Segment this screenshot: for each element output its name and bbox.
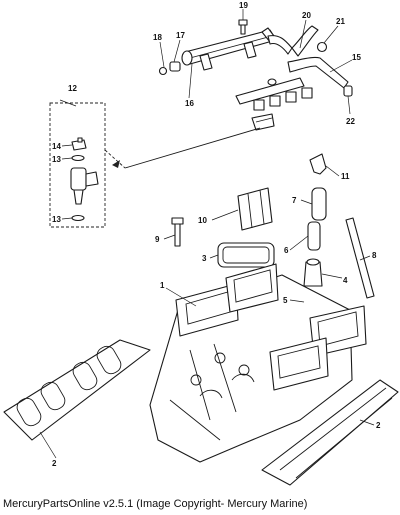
callout-11: 11: [341, 172, 350, 181]
callout-3: 3: [202, 254, 207, 263]
callout-8: 8: [372, 251, 377, 260]
bolt-9[interactable]: [171, 217, 184, 247]
callout-9: 9: [155, 235, 160, 244]
copyright-caption: MercuryPartsOnline v2.5.1 (Image Copyrig…: [3, 498, 308, 510]
callout-4: 4: [343, 276, 348, 285]
o-ring-upper[interactable]: [71, 154, 85, 162]
callout-2-right: 2: [376, 421, 381, 430]
callout-18: 18: [153, 33, 162, 42]
bracket[interactable]: [237, 187, 273, 231]
gasket-right[interactable]: [261, 379, 399, 486]
stud-8[interactable]: [345, 217, 375, 299]
fuel-injector[interactable]: [70, 167, 99, 205]
elbow-fitting[interactable]: [309, 153, 327, 175]
callout-19: 19: [239, 1, 248, 10]
tube-6[interactable]: [307, 221, 321, 251]
injector-rail-lower[interactable]: [251, 87, 313, 131]
callout-2-left: 2: [52, 459, 57, 468]
callout-6: 6: [284, 246, 289, 255]
exploded-parts-diagram: 19 18 17 16 20 21 15 22 12 14 13 13 11 7…: [3, 1, 399, 486]
callout-17: 17: [176, 31, 185, 40]
gasket-3[interactable]: [217, 242, 275, 268]
gasket-left[interactable]: [3, 339, 151, 441]
callout-7: 7: [292, 196, 297, 205]
callout-13-upper: 13: [52, 155, 61, 164]
callout-1: 1: [160, 281, 165, 290]
tube-7[interactable]: [311, 187, 327, 221]
o-ring-lower[interactable]: [71, 214, 85, 222]
callout-16: 16: [185, 99, 194, 108]
fuel-rail-fitting[interactable]: [158, 61, 181, 76]
callout-15: 15: [352, 53, 361, 62]
callout-10: 10: [198, 216, 207, 225]
valve-4[interactable]: [303, 258, 323, 287]
injector-clip[interactable]: [71, 137, 87, 151]
fuel-rail[interactable]: [181, 27, 293, 71]
injector-detail-box: [49, 102, 261, 228]
leader-lines: [39, 9, 375, 459]
callout-12: 12: [68, 84, 77, 93]
callout-22: 22: [346, 117, 355, 126]
callout-21: 21: [336, 17, 345, 26]
bolt-19[interactable]: [238, 19, 248, 35]
callout-5: 5: [283, 296, 288, 305]
callout-13-lower: 13: [52, 215, 61, 224]
callout-20: 20: [302, 11, 311, 20]
callout-14: 14: [52, 142, 61, 151]
intake-manifold[interactable]: [149, 263, 367, 463]
